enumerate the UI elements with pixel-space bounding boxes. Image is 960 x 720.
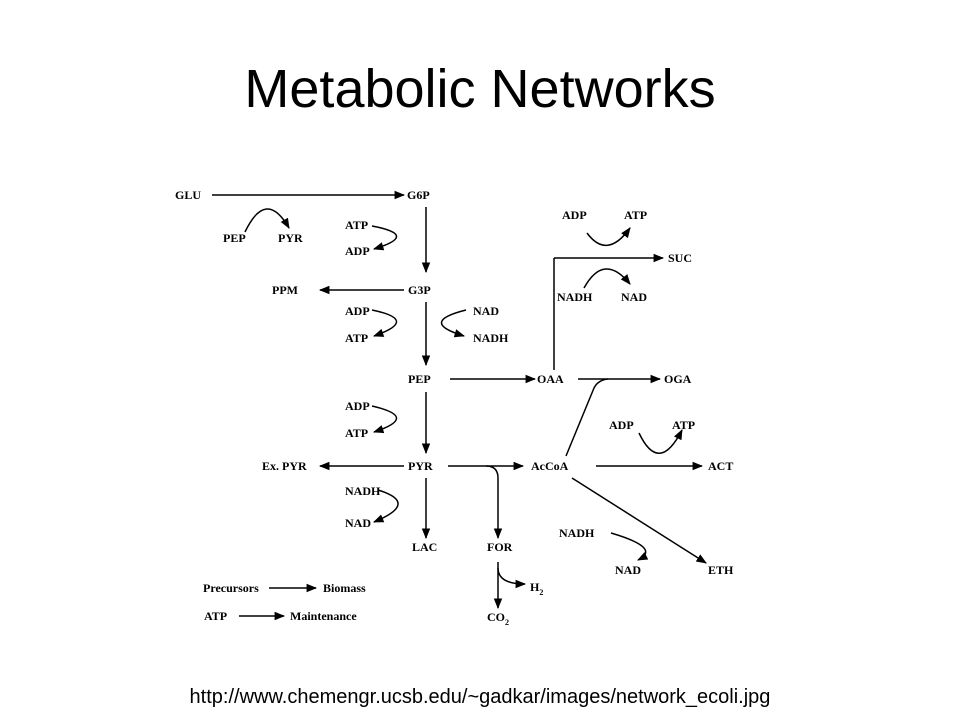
label-for: FOR — [487, 540, 513, 554]
label-nadh-suc: NADH — [557, 290, 593, 304]
label-suc: SUC — [668, 251, 692, 265]
arrow-accoa-eth — [571, 477, 707, 564]
label-atp-act: ATP — [672, 418, 695, 432]
arc-atp-adp-1 — [371, 225, 398, 251]
label-eth: ETH — [708, 563, 734, 577]
label-pep-side: PEP — [223, 231, 246, 245]
label-glu: GLU — [175, 188, 201, 202]
arc-adp-atp-act — [638, 429, 683, 454]
arc-nadh-nad-suc — [583, 268, 631, 289]
label-co2: CO2 — [487, 610, 509, 627]
slide-title: Metabolic Networks — [244, 59, 716, 119]
arc-nadh-nad-eth — [610, 532, 649, 561]
label-accoa: AcCoA — [531, 459, 569, 473]
arc-pep-pyr — [244, 208, 290, 233]
label-oaa: OAA — [537, 372, 564, 386]
label-nadh-1: NADH — [473, 331, 509, 345]
label-pyr: PYR — [408, 459, 433, 473]
label-g3p: G3P — [408, 283, 431, 297]
arrow-accoa-oga — [565, 378, 609, 457]
label-precursors: Precursors — [203, 581, 259, 595]
label-lac: LAC — [412, 540, 437, 554]
label-nad-1: NAD — [473, 304, 499, 318]
label-nad-suc: NAD — [621, 290, 647, 304]
label-adp-suc: ADP — [562, 208, 587, 222]
label-atp-3: ATP — [345, 426, 368, 440]
arc-adp-atp-suc — [586, 227, 631, 246]
label-adp-2: ADP — [345, 304, 370, 318]
label-atp-1: ATP — [345, 218, 368, 232]
label-ex-pyr: Ex. PYR — [262, 459, 307, 473]
label-atp-2: ATP — [345, 331, 368, 345]
label-nadh-2: NADH — [345, 484, 381, 498]
label-ppm: PPM — [272, 283, 298, 297]
arc-adp-atp-3 — [371, 405, 398, 434]
label-act: ACT — [708, 459, 733, 473]
label-pep: PEP — [408, 372, 431, 386]
metabolite-labels: GLU G6P PEP PYR ATP ADP PPM G3P ADP ATP … — [175, 188, 734, 627]
label-oga: OGA — [664, 372, 692, 386]
label-g6p: G6P — [407, 188, 430, 202]
source-url: http://www.chemengr.ucsb.edu/~gadkar/ima… — [189, 686, 771, 708]
label-h2: H2 — [530, 580, 543, 597]
label-atp-maint: ATP — [204, 609, 227, 623]
label-pyr-side: PYR — [278, 231, 303, 245]
label-adp-act: ADP — [609, 418, 634, 432]
label-nad-eth: NAD — [615, 563, 641, 577]
arc-nadh-nad — [373, 489, 399, 523]
label-biomass: Biomass — [323, 581, 366, 595]
arc-nad-nadh — [440, 309, 467, 338]
label-adp-1: ADP — [345, 244, 370, 258]
label-adp-3: ADP — [345, 399, 370, 413]
arrow-pyr-for — [485, 465, 503, 540]
label-nad-2: NAD — [345, 516, 371, 530]
label-maintenance: Maintenance — [290, 609, 357, 623]
arc-adp-atp-2 — [371, 309, 398, 337]
label-atp-suc: ATP — [624, 208, 647, 222]
label-nadh-eth: NADH — [559, 526, 595, 540]
arrow-for-h2 — [497, 567, 527, 589]
reaction-arrows — [212, 190, 707, 621]
